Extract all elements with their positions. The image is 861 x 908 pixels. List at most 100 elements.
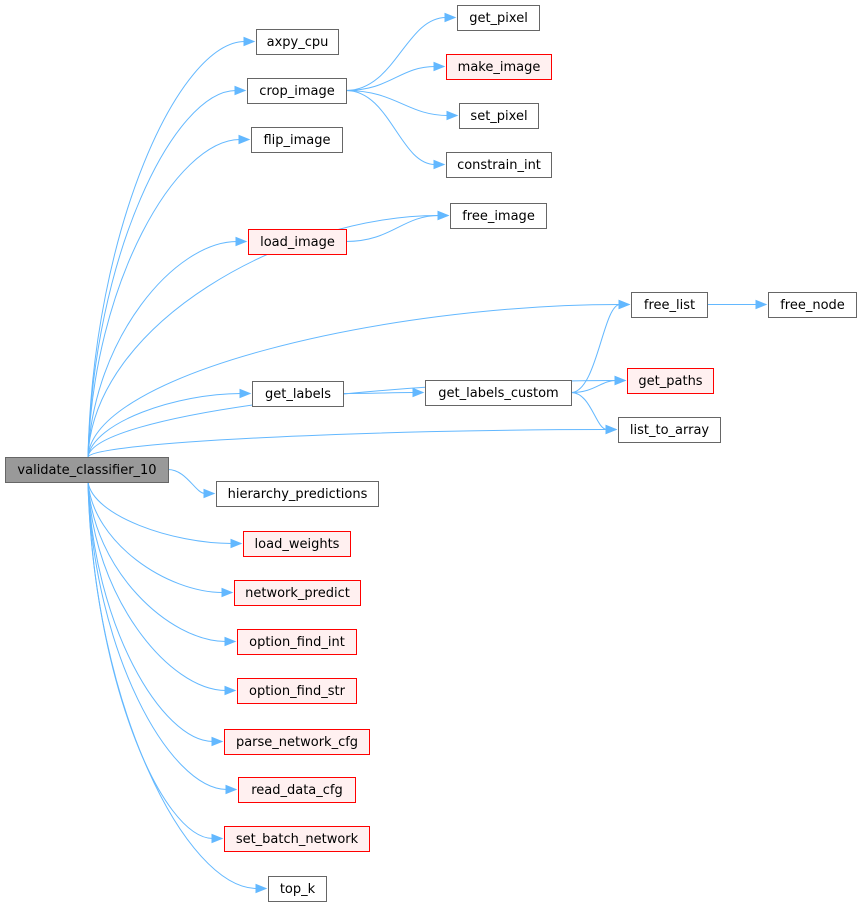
arrowhead-validate_classifier_10-to-hierarchy_predictions bbox=[203, 488, 216, 499]
node-option_find_str[interactable]: option_find_str bbox=[237, 678, 357, 704]
node-box-get_paths[interactable] bbox=[627, 368, 714, 394]
nodes-layer: validate_classifier_10 axpy_cpu crop_image… bbox=[5, 5, 857, 902]
node-free_list[interactable]: free_list bbox=[631, 292, 708, 318]
arrowhead-validate_classifier_10-to-set_batch_network bbox=[211, 833, 224, 844]
node-box-load_image[interactable] bbox=[248, 229, 347, 255]
edge-crop_image-to-set_pixel bbox=[345, 90, 449, 116]
node-load_image[interactable]: load_image bbox=[248, 229, 347, 255]
node-box-set_batch_network[interactable] bbox=[224, 826, 370, 852]
node-list_to_array[interactable]: list_to_array bbox=[618, 417, 721, 443]
node-label-free_list: free_list bbox=[644, 298, 695, 313]
node-constrain_int[interactable]: constrain_int bbox=[446, 152, 552, 178]
node-label-set_batch_network: set_batch_network bbox=[236, 832, 359, 847]
node-hierarchy_predictions[interactable]: hierarchy_predictions bbox=[216, 481, 379, 507]
node-box-read_data_cfg[interactable] bbox=[238, 777, 356, 803]
node-make_image[interactable]: make_image bbox=[446, 54, 552, 80]
arrowhead-get_labels_custom-to-get_paths bbox=[614, 375, 627, 386]
edge-crop_image-to-get_pixel bbox=[345, 17, 447, 91]
node-label-get_pixel: get_pixel bbox=[469, 11, 528, 26]
node-label-option_find_str: option_find_str bbox=[249, 684, 346, 699]
arrowhead-validate_classifier_10-to-parse_network_cfg bbox=[211, 736, 224, 747]
edge-validate_classifier_10-to-option_find_int bbox=[87, 481, 227, 642]
node-label-top_k: top_k bbox=[280, 882, 316, 897]
node-box-get_labels[interactable] bbox=[252, 381, 344, 407]
edge-get_labels_custom-to-get_paths bbox=[570, 380, 617, 393]
node-box-set_pixel[interactable] bbox=[459, 103, 539, 129]
node-axpy_cpu[interactable]: axpy_cpu bbox=[256, 29, 339, 55]
edge-validate_classifier_10-to-get_labels bbox=[87, 393, 242, 458]
node-top_k[interactable]: top_k bbox=[268, 876, 327, 902]
arrowhead-validate_classifier_10-to-option_find_int bbox=[224, 636, 237, 647]
node-box-flip_image[interactable] bbox=[251, 127, 343, 153]
edge-validate_classifier_10-to-crop_image bbox=[87, 90, 237, 458]
node-box-load_weights[interactable] bbox=[243, 531, 351, 557]
arrowhead-crop_image-to-set_pixel bbox=[446, 110, 459, 121]
edge-load_image-to-free_image bbox=[345, 215, 440, 242]
edge-validate_classifier_10-to-parse_network_cfg bbox=[87, 481, 214, 742]
node-box-free_node[interactable] bbox=[768, 292, 857, 318]
edge-validate_classifier_10-to-hierarchy_predictions bbox=[167, 469, 206, 494]
node-box-constrain_int[interactable] bbox=[446, 152, 552, 178]
node-box-free_image[interactable] bbox=[450, 203, 547, 229]
arrowhead-validate_classifier_10-to-flip_image bbox=[238, 134, 251, 145]
arrowhead-validate_classifier_10-to-axpy_cpu bbox=[243, 36, 256, 47]
edge-get_labels-to-get_labels_custom bbox=[342, 392, 415, 394]
node-label-load_image: load_image bbox=[260, 235, 335, 250]
node-box-list_to_array[interactable] bbox=[618, 417, 721, 443]
node-box-get_pixel[interactable] bbox=[457, 5, 540, 31]
arrowhead-validate_classifier_10-to-network_predict bbox=[221, 587, 234, 598]
node-box-hierarchy_predictions[interactable] bbox=[216, 481, 379, 507]
node-option_find_int[interactable]: option_find_int bbox=[237, 629, 357, 655]
node-box-option_find_str[interactable] bbox=[237, 678, 357, 704]
node-label-validate_classifier_10: validate_classifier_10 bbox=[17, 463, 156, 478]
arrowhead-validate_classifier_10-to-read_data_cfg bbox=[225, 784, 238, 795]
arrowhead-validate_classifier_10-to-crop_image bbox=[234, 85, 247, 96]
node-crop_image[interactable]: crop_image bbox=[247, 78, 347, 104]
node-box-validate_classifier_10[interactable] bbox=[5, 457, 169, 483]
node-get_labels_custom[interactable]: get_labels_custom bbox=[425, 380, 572, 406]
edge-validate_classifier_10-to-option_find_str bbox=[87, 481, 227, 691]
arrowhead-get_labels-to-get_labels_custom bbox=[412, 387, 425, 398]
edge-validate_classifier_10-to-top_k bbox=[87, 481, 258, 889]
edge-validate_classifier_10-to-free_list bbox=[87, 304, 621, 458]
node-load_weights[interactable]: load_weights bbox=[243, 531, 351, 557]
node-network_predict[interactable]: network_predict bbox=[234, 580, 361, 606]
node-box-option_find_int[interactable] bbox=[237, 629, 357, 655]
arrowhead-crop_image-to-constrain_int bbox=[433, 159, 446, 170]
arrowhead-get_labels_custom-to-free_list bbox=[618, 299, 631, 310]
edge-validate_classifier_10-to-flip_image bbox=[87, 139, 241, 458]
edges-layer bbox=[87, 12, 768, 894]
node-box-make_image[interactable] bbox=[446, 54, 552, 80]
node-label-get_paths: get_paths bbox=[638, 374, 702, 389]
node-free_node[interactable]: free_node bbox=[768, 292, 857, 318]
node-label-constrain_int: constrain_int bbox=[457, 158, 541, 173]
node-box-crop_image[interactable] bbox=[247, 78, 347, 104]
node-label-make_image: make_image bbox=[458, 60, 541, 75]
arrowhead-free_list-to-free_node bbox=[755, 299, 768, 310]
node-parse_network_cfg[interactable]: parse_network_cfg bbox=[224, 729, 370, 755]
node-read_data_cfg[interactable]: read_data_cfg bbox=[238, 777, 356, 803]
node-set_pixel[interactable]: set_pixel bbox=[459, 103, 539, 129]
node-label-list_to_array: list_to_array bbox=[630, 423, 710, 438]
edge-validate_classifier_10-to-set_batch_network bbox=[87, 481, 214, 839]
node-label-hierarchy_predictions: hierarchy_predictions bbox=[228, 487, 368, 502]
node-box-axpy_cpu[interactable] bbox=[256, 29, 339, 55]
node-get_paths[interactable]: get_paths bbox=[627, 368, 714, 394]
edge-validate_classifier_10-to-load_weights bbox=[87, 481, 233, 544]
node-label-parse_network_cfg: parse_network_cfg bbox=[236, 735, 358, 750]
node-box-parse_network_cfg[interactable] bbox=[224, 729, 370, 755]
node-set_batch_network[interactable]: set_batch_network bbox=[224, 826, 370, 852]
node-get_pixel[interactable]: get_pixel bbox=[457, 5, 540, 31]
node-free_image[interactable]: free_image bbox=[450, 203, 547, 229]
node-box-get_labels_custom[interactable] bbox=[425, 380, 572, 406]
node-flip_image[interactable]: flip_image bbox=[251, 127, 343, 153]
node-validate_classifier_10[interactable]: validate_classifier_10 bbox=[5, 457, 169, 483]
node-box-free_list[interactable] bbox=[631, 292, 708, 318]
edge-get_labels_custom-to-list_to_array bbox=[570, 392, 608, 430]
node-box-network_predict[interactable] bbox=[234, 580, 361, 606]
node-get_labels[interactable]: get_labels bbox=[252, 381, 344, 407]
arrowhead-load_image-to-free_image bbox=[437, 210, 450, 221]
node-box-top_k[interactable] bbox=[268, 876, 327, 902]
arrowhead-validate_classifier_10-to-load_image bbox=[235, 236, 248, 247]
